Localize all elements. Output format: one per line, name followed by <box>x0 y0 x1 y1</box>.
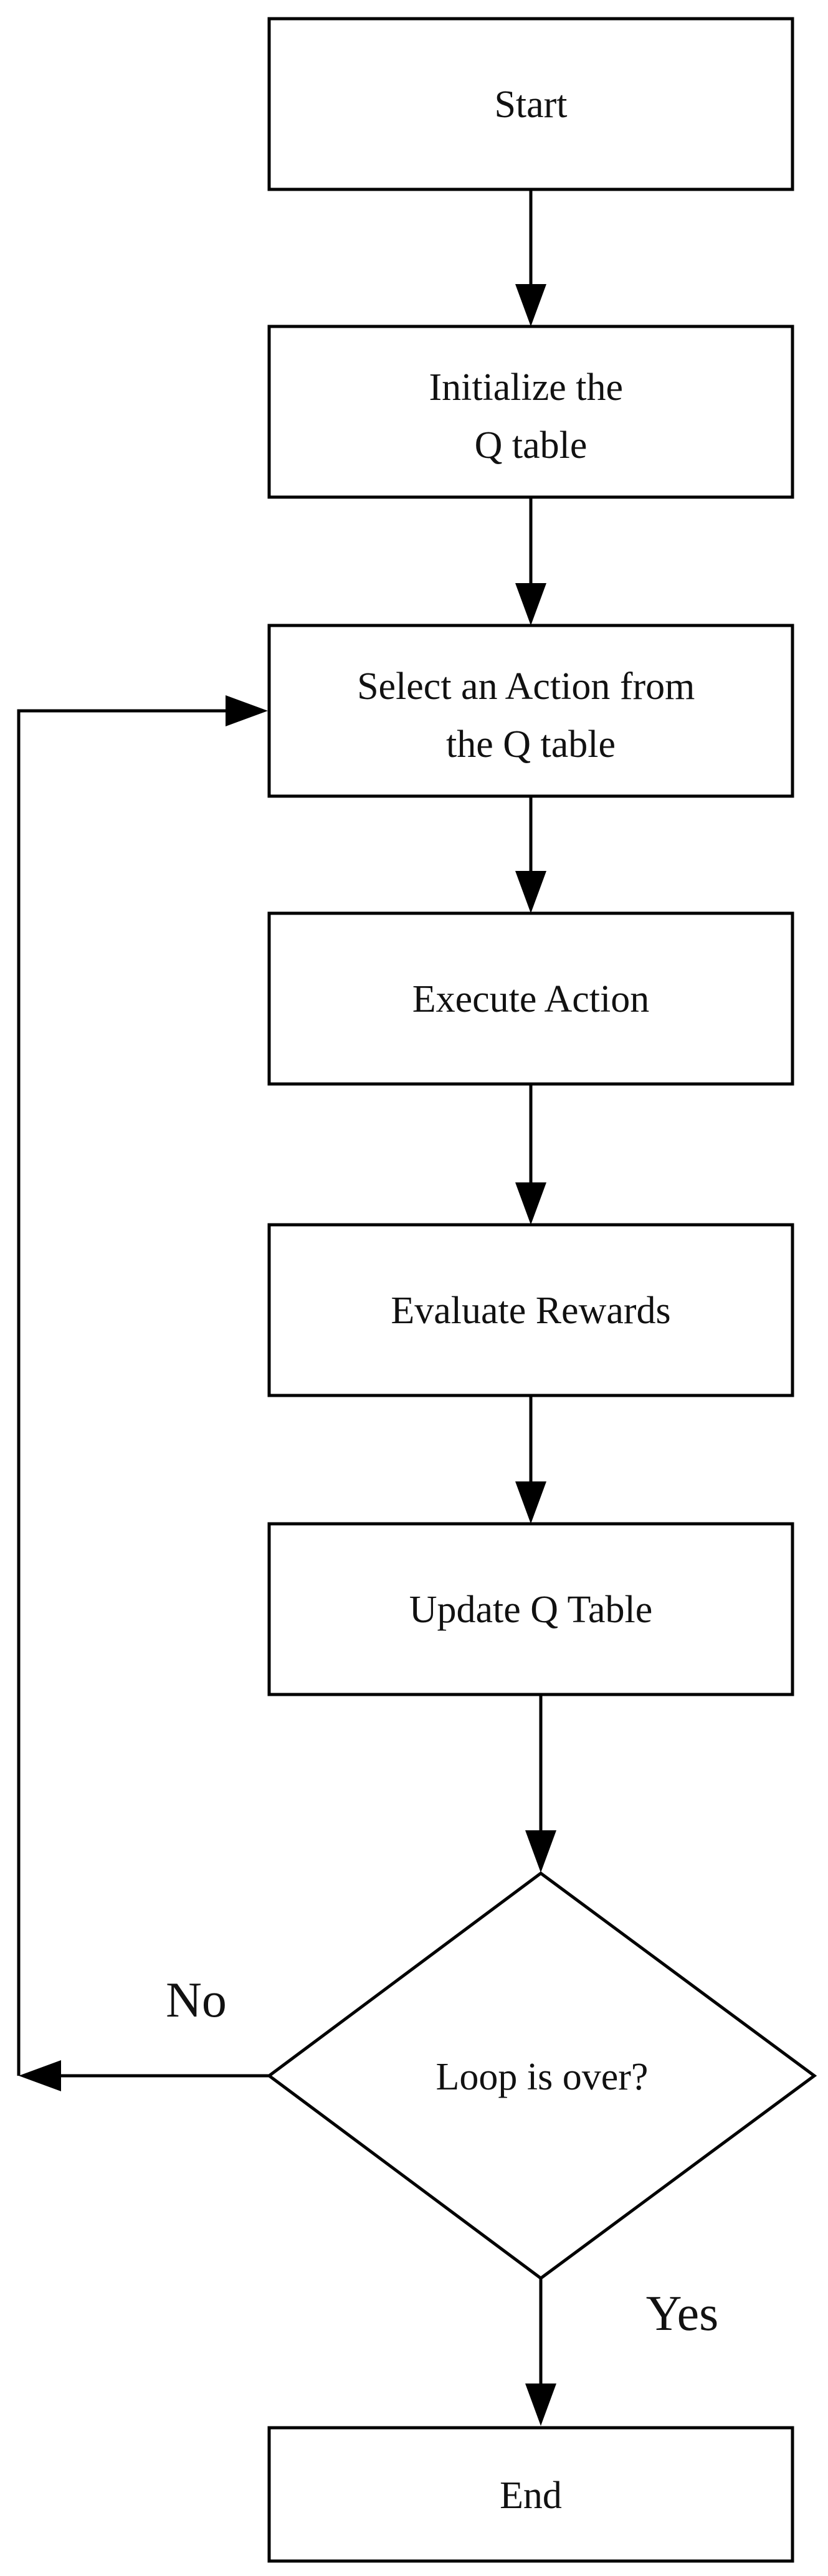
edge-initialize-to-select <box>515 497 546 625</box>
node-initialize-label-line1: Initialize the <box>429 366 623 409</box>
edge-select-to-execute <box>515 796 546 913</box>
arrowhead-down <box>515 871 546 913</box>
node-initialize-q-table: Initialize the Q table <box>267 325 794 499</box>
edge-yes-label: Yes <box>646 2286 718 2341</box>
node-select-label-line2: the Q table <box>446 723 616 766</box>
svg-text:Yes: Yes <box>646 2286 718 2341</box>
arrowhead-down <box>525 2384 556 2426</box>
node-execute-label: Execute Action <box>412 978 649 1020</box>
svg-text:Loop is over?: Loop is over? <box>436 2056 649 2098</box>
node-loop-decision: Loop is over? <box>266 1871 817 2281</box>
arrowhead-down <box>515 1182 546 1225</box>
arrowhead-down <box>525 1830 556 1873</box>
arrowhead-right <box>226 695 268 726</box>
edge-evaluate-to-update <box>515 1395 546 1524</box>
node-update-label: Update Q Table <box>409 1589 653 1631</box>
arrowhead-down <box>515 583 546 625</box>
node-start: Start <box>267 17 794 191</box>
edge-yes-branch: Yes <box>525 2278 718 2426</box>
node-update-q-table: Update Q Table <box>267 1522 794 1696</box>
node-select-label-line1: Select an Action from <box>357 665 695 708</box>
svg-text:Select an Action from th: Select an Action from the Q table <box>357 665 705 766</box>
svg-text:Update Q Table: Update Q Table <box>409 1589 653 1631</box>
edge-update-to-decision <box>525 1694 556 1873</box>
edge-no-label: No <box>166 1973 227 2028</box>
arrowhead-down <box>515 1481 546 1524</box>
svg-text:Initialize the Q table: Initialize the Q table <box>429 366 632 467</box>
arrowhead-down <box>515 284 546 326</box>
svg-text:Start: Start <box>494 83 567 126</box>
edge-execute-to-evaluate <box>515 1084 546 1225</box>
svg-text:End: End <box>500 2474 562 2517</box>
node-evaluate-rewards: Evaluate Rewards <box>267 1223 794 1397</box>
arrowhead-left <box>19 2060 61 2091</box>
svg-text:Evaluate Rewards: Evaluate Rewards <box>391 1290 670 1332</box>
node-loop-label: Loop is over? <box>436 2056 649 2098</box>
svg-text:Execute Action: Execute Action <box>412 978 649 1020</box>
edge-no-branch: No <box>17 695 269 2091</box>
svg-text:No: No <box>166 1973 227 2028</box>
node-evaluate-label: Evaluate Rewards <box>391 1290 670 1332</box>
node-end-label: End <box>500 2474 562 2517</box>
node-execute-action: Execute Action <box>267 911 794 1086</box>
node-initialize-label-line2: Q table <box>475 424 588 467</box>
node-select-action: Select an Action from the Q table <box>267 624 794 798</box>
edge-start-to-initialize <box>515 189 546 326</box>
node-start-label: Start <box>494 83 567 126</box>
node-end: End <box>267 2426 794 2563</box>
